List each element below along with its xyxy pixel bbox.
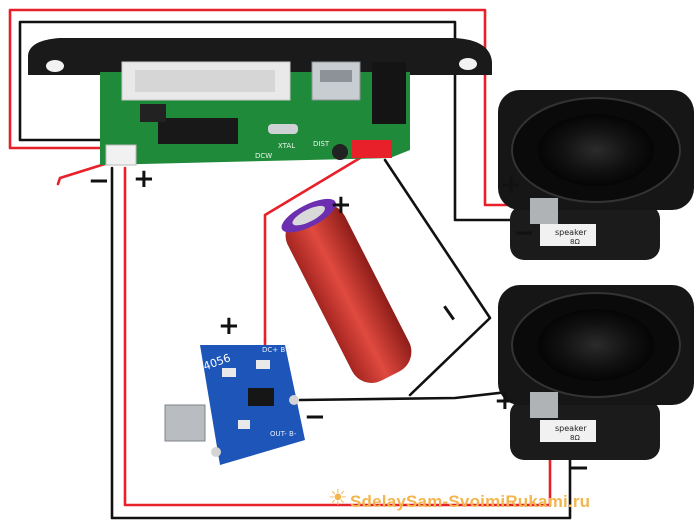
- charger-usb-port: [164, 404, 206, 442]
- mp3-board-text-1: DCW: [255, 152, 273, 160]
- charger-plus-label: +: [218, 311, 240, 341]
- watermark-text: SdelaySam-SvoimiRukami.ru: [350, 492, 591, 511]
- speaker-1-impedance: 8Ω: [570, 238, 580, 246]
- mp3-board-text-3: DIST: [313, 140, 330, 148]
- red-wire-mp3-speaker1: [8, 8, 527, 207]
- battery-18650: [281, 198, 412, 383]
- speaker-2-minus-label: −: [568, 453, 590, 483]
- speaker-1: [498, 90, 694, 260]
- speaker-1-plus-label: +: [500, 170, 522, 200]
- speaker-2: [498, 285, 694, 460]
- mp3-power-connector: [352, 140, 392, 158]
- black-wire-amp-speaker2: [383, 158, 492, 397]
- charger-board-text-1: DC+ B+: [262, 346, 292, 354]
- mp3-module: [28, 38, 492, 166]
- mp3-minus-label: −: [88, 166, 110, 196]
- mp3-screw-hole-left: [46, 60, 64, 72]
- red-wire-power-in: [56, 161, 110, 186]
- mp3-board-text-2: XTAL: [278, 142, 296, 150]
- tp4056-charger: [164, 345, 305, 465]
- mp3-ir-block: [372, 62, 406, 124]
- sun-logo-icon: ☀: [328, 486, 348, 511]
- red-wire-amp-battery: [263, 153, 367, 342]
- speaker-2-plus-label: +: [494, 386, 516, 416]
- speaker-1-label: speaker: [555, 228, 587, 237]
- speaker-2-impedance: 8Ω: [570, 434, 580, 442]
- speaker-2-label: speaker: [555, 424, 587, 433]
- mp3-screw-hole-right: [459, 58, 477, 70]
- black-wire-mp3-speaker1: [18, 20, 542, 222]
- battery-plus-label: +: [330, 190, 352, 220]
- charger-minus-label: −: [304, 402, 326, 432]
- mp3-main-chip: [158, 118, 238, 144]
- charger-board-text-2: OUT- B-: [270, 430, 297, 438]
- mp3-input-connector: [105, 144, 137, 166]
- battery-body: [285, 204, 412, 383]
- mp3-plus-label: +: [133, 164, 155, 194]
- charger-chip: [248, 388, 274, 406]
- speaker-1-terminal: [530, 198, 558, 224]
- speaker-2-cone: [538, 309, 654, 381]
- speaker-1-minus-label: −: [513, 218, 535, 248]
- speaker-2-terminal: [530, 392, 558, 418]
- mp3-capacitor: [332, 144, 348, 160]
- speaker-1-cone: [538, 114, 654, 186]
